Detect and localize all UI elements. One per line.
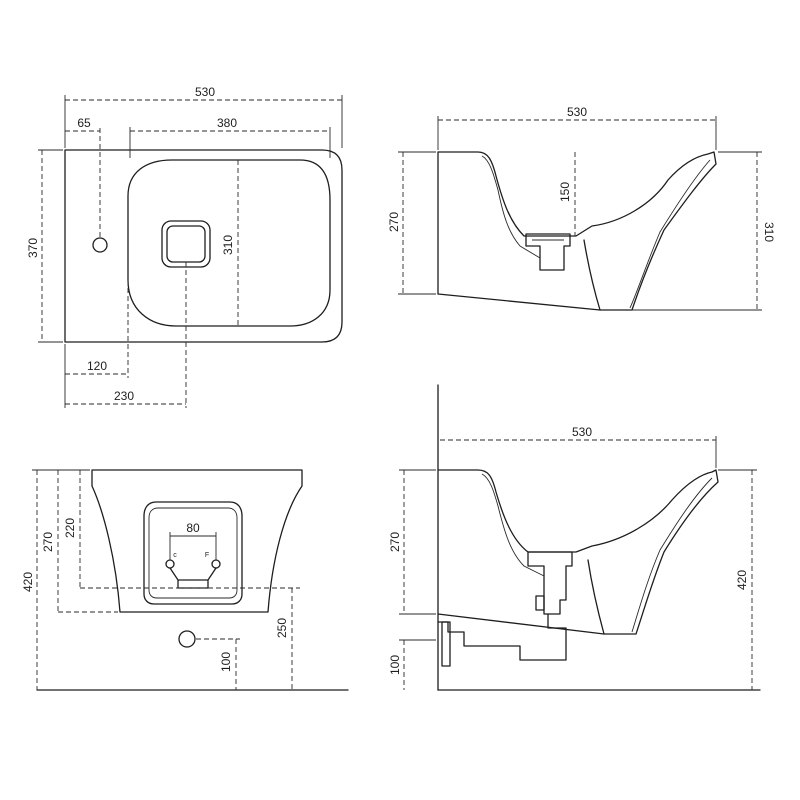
- dim-drain-depth: 150: [558, 182, 572, 202]
- dim-installed-rim: 270: [388, 532, 402, 552]
- wall-flange: [441, 621, 451, 667]
- bidet-inner: [481, 155, 541, 259]
- dim-basin-depth: 310: [221, 235, 235, 255]
- dim-width: 530: [195, 85, 215, 99]
- front-view: 80 c F 220 270 420 250 100: [21, 469, 349, 691]
- installed-body: [437, 469, 719, 635]
- drain-inner: [166, 225, 206, 263]
- dim-center-x: 230: [114, 389, 134, 403]
- dim-depth: 370: [26, 238, 40, 258]
- drain-assembly: [525, 233, 571, 271]
- label-cold: c: [173, 552, 177, 559]
- side-section: 530 150 270 310: [387, 105, 776, 311]
- dim-drain-x: 120: [87, 359, 107, 373]
- dim-front-total: 420: [21, 572, 35, 592]
- siphon: [437, 613, 567, 661]
- front-inner-window: [143, 501, 243, 605]
- front-body: [91, 469, 303, 613]
- bidet-base-line: [437, 293, 601, 311]
- dim-installed-floor: 100: [388, 655, 402, 675]
- dim-connection-spacing: 80: [186, 521, 200, 535]
- dim-offset: 65: [77, 116, 91, 130]
- dim-outlet-floor: 100: [219, 652, 233, 672]
- dim-basin-width: 380: [217, 116, 237, 130]
- dim-installed-width: 530: [572, 425, 592, 439]
- installed-outer-right: [631, 477, 713, 633]
- tap-hole: [92, 237, 108, 253]
- installed-base-line: [437, 613, 605, 635]
- basin-outline: [127, 159, 331, 327]
- outlet-hole: [178, 630, 196, 648]
- bidet-body: [437, 151, 717, 311]
- top-view-outline: [64, 149, 343, 343]
- dim-side-width: 530: [567, 105, 587, 119]
- side-installed-view: 530 270 100 420: [388, 384, 761, 691]
- installed-inner: [481, 473, 545, 577]
- installed-drain-body: [527, 551, 573, 615]
- connection-bracket: [169, 567, 217, 589]
- dim-rim-height: 270: [387, 212, 401, 232]
- dim-installed-total: 420: [735, 570, 749, 590]
- label-hot: F: [205, 552, 209, 559]
- dim-outlet-height: 250: [275, 618, 289, 638]
- bidet-outer-right: [629, 159, 711, 309]
- dim-upper: 220: [63, 518, 77, 538]
- dim-front-rim-height: 270: [41, 532, 55, 552]
- top-view: 530 65 380 370 310 120 230: [26, 85, 343, 408]
- hot-connection: [211, 559, 221, 569]
- dim-total-height: 310: [762, 222, 776, 242]
- front-inner-window-2: [148, 507, 238, 599]
- siphon-valve: [535, 595, 545, 611]
- cold-connection: [165, 559, 175, 569]
